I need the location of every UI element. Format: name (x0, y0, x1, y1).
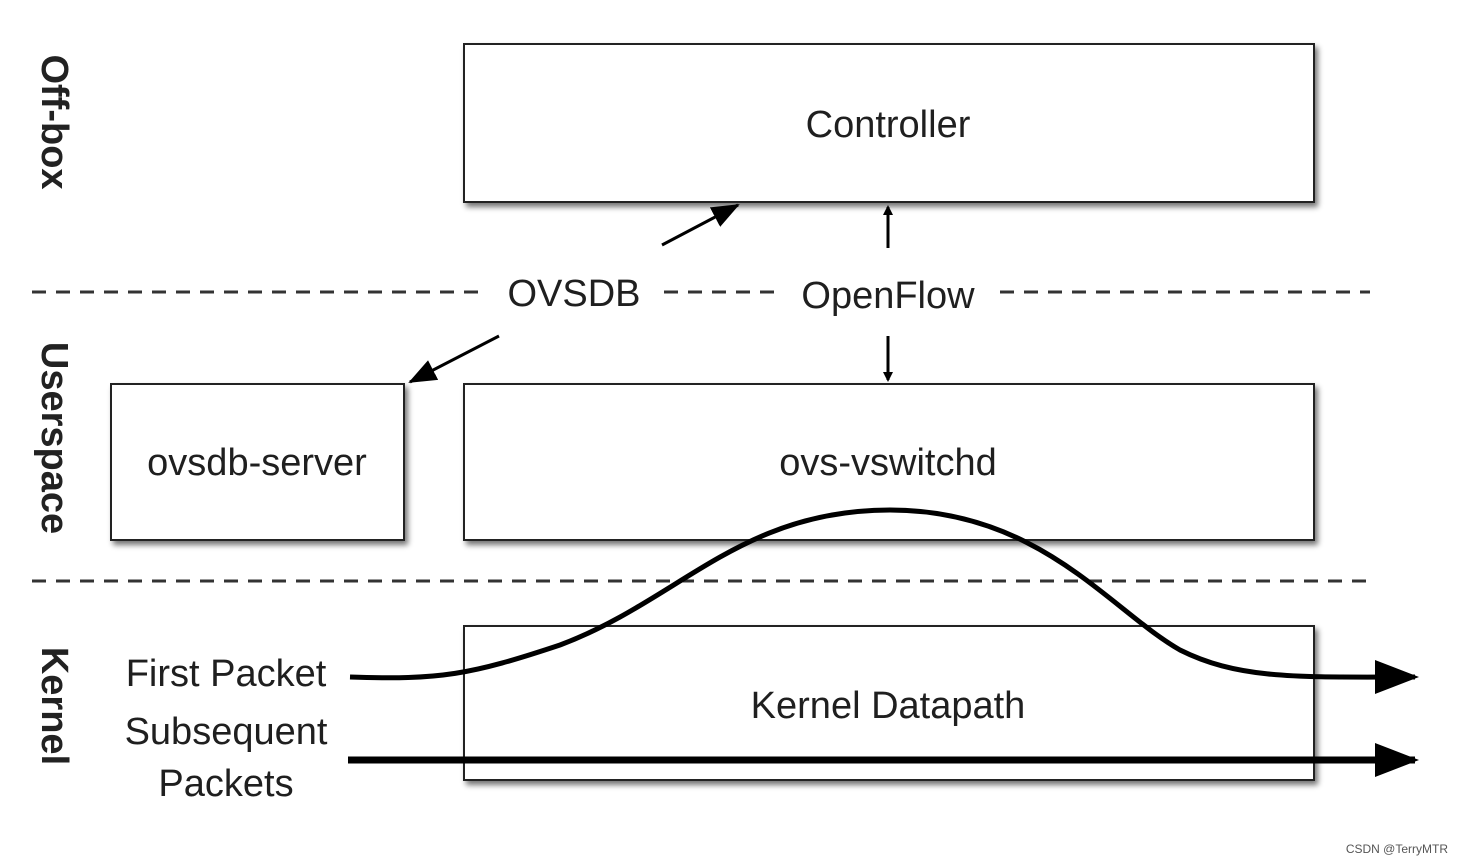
subsequent-packets-label-line1: Subsequent (125, 711, 328, 753)
first-packet-path-arrow (349, 507, 1419, 695)
kernel-datapath-label: Kernel Datapath (751, 685, 1026, 727)
ovsdb-to-controller-arrow (661, 203, 740, 247)
ovs-vswitchd-box: ovs-vswitchd (463, 383, 1315, 541)
openflow-protocol-label: OpenFlow (801, 275, 975, 317)
ovsdb-protocol-label: OVSDB (507, 273, 640, 315)
ovsdb-server-label: ovsdb-server (147, 442, 367, 484)
watermark: CSDN @TerryMTR (1346, 842, 1449, 856)
first-packet-label: First Packet (126, 653, 327, 695)
layer-label-kernel: Kernel (33, 647, 75, 765)
ovs-vswitchd-label: ovs-vswitchd (779, 442, 997, 484)
kernel-datapath-box: Kernel Datapath (463, 625, 1315, 781)
layer-label-off-box: Off-box (33, 54, 75, 189)
layer-label-userspace: Userspace (33, 342, 75, 534)
subsequent-packets-label-line2: Packets (158, 763, 293, 805)
ovsdb-to-ovsdb-server-arrow (408, 334, 500, 384)
controller-label: Controller (806, 104, 971, 146)
controller-box: Controller (463, 43, 1315, 203)
ovsdb-server-box: ovsdb-server (110, 383, 405, 541)
